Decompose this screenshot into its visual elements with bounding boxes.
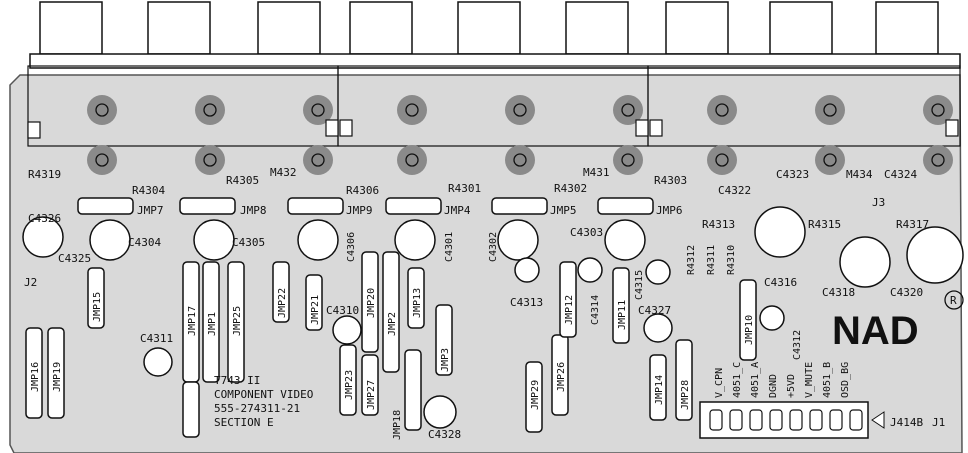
label-c4315: C4315	[634, 270, 645, 300]
label-jmp15: JMP15	[92, 292, 103, 322]
label-jmp8: JMP8	[240, 204, 267, 217]
label-r4312: R4312	[686, 245, 697, 275]
label-j1: J1	[932, 416, 945, 429]
label-jmp29: JMP29	[530, 380, 541, 410]
label-jmp25: JMP25	[232, 306, 243, 336]
label-j3: J3	[872, 196, 885, 209]
label-c4327: C4327	[638, 304, 671, 317]
label-c4303: C4303	[570, 226, 603, 239]
label-jmp27: JMP27	[366, 380, 377, 410]
label-r4304: R4304	[132, 184, 165, 197]
board-outline	[9, 74, 963, 453]
label-jmp1: JMP1	[207, 312, 218, 336]
label-r4311: R4311	[706, 245, 717, 275]
label-jmp7: JMP7	[137, 204, 164, 217]
label-jmp13: JMP13	[412, 288, 423, 318]
label-c4313: C4313	[510, 296, 543, 309]
label-c4324: C4324	[884, 168, 917, 181]
mounting-holes	[27, 95, 959, 175]
label-r4305: R4305	[226, 174, 259, 187]
label-jmp6: JMP6	[656, 204, 683, 217]
label-r4317: R4317	[896, 218, 929, 231]
pin-label-v-mute: V_MUTE	[804, 362, 815, 398]
pin-label-v-cpn: V_CPN	[714, 368, 725, 398]
board-line3: 555-274311-21	[214, 402, 300, 415]
label-c4320: C4320	[890, 286, 923, 299]
jumper-pads-top	[77, 197, 654, 215]
label-c4310: C4310	[326, 304, 359, 317]
label-c4318: C4318	[822, 286, 855, 299]
label-c4306: C4306	[346, 232, 357, 262]
pin-label-osd-bg: OSD_BG	[840, 362, 851, 398]
label-jmp22: JMP22	[277, 288, 288, 318]
pin-label-5vd: +5VD	[786, 374, 797, 398]
label-jmp14: JMP14	[654, 375, 665, 405]
label-c4328: C4328	[428, 428, 461, 441]
label-c4325: C4325	[58, 252, 91, 265]
label-c4312: C4312	[792, 330, 803, 360]
label-c4316: C4316	[764, 276, 797, 289]
label-c4311: C4311	[140, 332, 173, 345]
label-r4301: R4301	[448, 182, 481, 195]
label-jmp23: JMP23	[344, 370, 355, 400]
pin-header	[699, 401, 885, 439]
label-c4305: C4305	[232, 236, 265, 249]
rca-jack-row	[29, 1, 961, 69]
pin-label-4051-b: 4051_B	[822, 362, 833, 398]
module-outlines	[27, 65, 961, 147]
label-r4306: R4306	[346, 184, 379, 197]
label-jmp2: JMP2	[387, 312, 398, 336]
board-line4: SECTION E	[214, 416, 274, 429]
label-jmp10: JMP10	[744, 315, 755, 345]
label-m434: M434	[846, 168, 873, 181]
label-jmp9: JMP9	[346, 204, 373, 217]
label-jmp20: JMP20	[366, 288, 377, 318]
label-jmp4: JMP4	[444, 204, 471, 217]
label-jmp28: JMP28	[680, 380, 691, 410]
label-jmp21: JMP21	[310, 295, 321, 325]
electrolytic-capacitors	[22, 206, 964, 429]
label-c4322: C4322	[718, 184, 751, 197]
pin-label-dgnd: DGND	[768, 374, 779, 398]
jumper-pads-vertical	[25, 251, 757, 438]
label-r4310: R4310	[726, 245, 737, 275]
label-jmp18: JMP18	[392, 410, 403, 440]
label-jmp26: JMP26	[556, 362, 567, 392]
label-c4302: C4302	[488, 232, 499, 262]
label-j2: J2	[24, 276, 37, 289]
pin-label-4051-c: 4051_C	[732, 362, 743, 398]
label-r4302: R4302	[554, 182, 587, 195]
label-m431: M431	[583, 166, 610, 179]
label-m432: M432	[270, 166, 297, 179]
pin-label-4051-a: 4051_A	[750, 362, 761, 398]
label-c4326: C4326	[28, 212, 61, 225]
label-r4315: R4315	[808, 218, 841, 231]
label-r4303: R4303	[654, 174, 687, 187]
label-jmp16: JMP16	[30, 362, 41, 392]
board-line1: T743 II	[214, 374, 260, 387]
label-j414b: J414B	[890, 416, 923, 429]
component-labels: R4319 R4304 R4305 R4306 R4301 R4302 R430…	[24, 166, 964, 441]
label-jmp5: JMP5	[550, 204, 577, 217]
registered-mark-text: R	[950, 294, 957, 307]
label-c4323: C4323	[776, 168, 809, 181]
label-jmp11: JMP11	[617, 300, 628, 330]
registered-mark-circle	[944, 290, 964, 310]
board-line2: COMPONENT VIDEO	[214, 388, 313, 401]
label-c4304: C4304	[128, 236, 161, 249]
brand-logo-text: NAD	[832, 309, 919, 353]
label-c4314: C4314	[590, 295, 601, 325]
label-r4319: R4319	[28, 168, 61, 181]
label-jmp17: JMP17	[187, 306, 198, 336]
label-c4301: C4301	[444, 232, 455, 262]
label-jmp19: JMP19	[52, 362, 63, 392]
label-jmp3: JMP3	[440, 348, 451, 372]
label-jmp12: JMP12	[564, 295, 575, 325]
label-r4313: R4313	[702, 218, 735, 231]
